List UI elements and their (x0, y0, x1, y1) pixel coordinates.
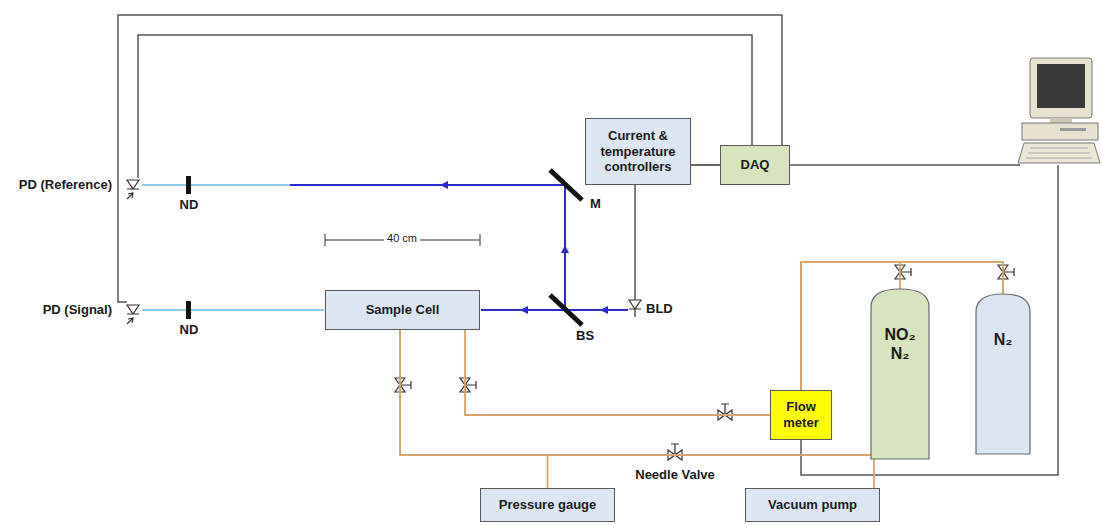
valve-symbol (395, 378, 411, 392)
component-label: BS (576, 328, 594, 344)
node-text: Flow meter (775, 399, 827, 430)
node-text: Current & temperature controllers (590, 128, 686, 175)
photodiode (127, 180, 139, 324)
cylinder-outline (975, 290, 1031, 455)
component-label: PD (Signal) (43, 302, 112, 318)
signal-wire (691, 164, 720, 166)
valve-symbol (998, 265, 1014, 279)
node-text: N₂ (994, 330, 1013, 349)
nd-filter (186, 301, 191, 319)
pressure-gauge: Pressure gauge (480, 488, 615, 522)
node-text: Sample Cell (366, 302, 440, 318)
sample-cell: Sample Cell (325, 290, 480, 330)
mirror (550, 170, 582, 200)
component-label: M (590, 196, 601, 212)
component-label: BLD (646, 301, 673, 317)
data-wire (790, 164, 1020, 166)
node-text: DAQ (741, 157, 770, 173)
gas-line (400, 330, 874, 488)
cylinder-outline (870, 285, 930, 460)
laser-beam (142, 184, 290, 186)
nd-filter (186, 176, 191, 194)
flow-meter: Flow meter (770, 390, 832, 440)
gas-cylinder: NO₂ N₂ (870, 285, 930, 460)
node-text: Vacuum pump (768, 497, 857, 513)
component-label: PD (Reference) (19, 177, 112, 193)
gas-line (465, 330, 770, 415)
signal-wire (138, 35, 752, 178)
daq-box: DAQ (720, 145, 790, 185)
vacuum-pump: Vacuum pump (745, 488, 880, 522)
data-wire (801, 165, 1058, 475)
dimension-label: 40 cm (384, 232, 420, 245)
computer-icon (1018, 58, 1100, 163)
laser-beam (142, 309, 324, 311)
valve-symbol (668, 444, 682, 460)
signal-wire (118, 15, 782, 302)
gas-cylinder: N₂ (975, 290, 1031, 455)
valve-symbol (895, 265, 911, 279)
laser-beam (290, 184, 565, 186)
valve-symbol (460, 378, 476, 392)
node-text: Pressure gauge (499, 497, 597, 513)
component-label: ND (180, 197, 199, 213)
node-text: NO₂ N₂ (880, 325, 920, 363)
drive-wire (634, 180, 636, 300)
gas-line (400, 330, 548, 488)
laser-diode (629, 300, 641, 317)
valve-symbol (718, 404, 732, 420)
component-label: ND (180, 322, 199, 338)
controller-box: Current & temperature controllers (585, 118, 691, 185)
beam-splitter (550, 295, 582, 325)
component-label: Needle Valve (635, 467, 715, 483)
